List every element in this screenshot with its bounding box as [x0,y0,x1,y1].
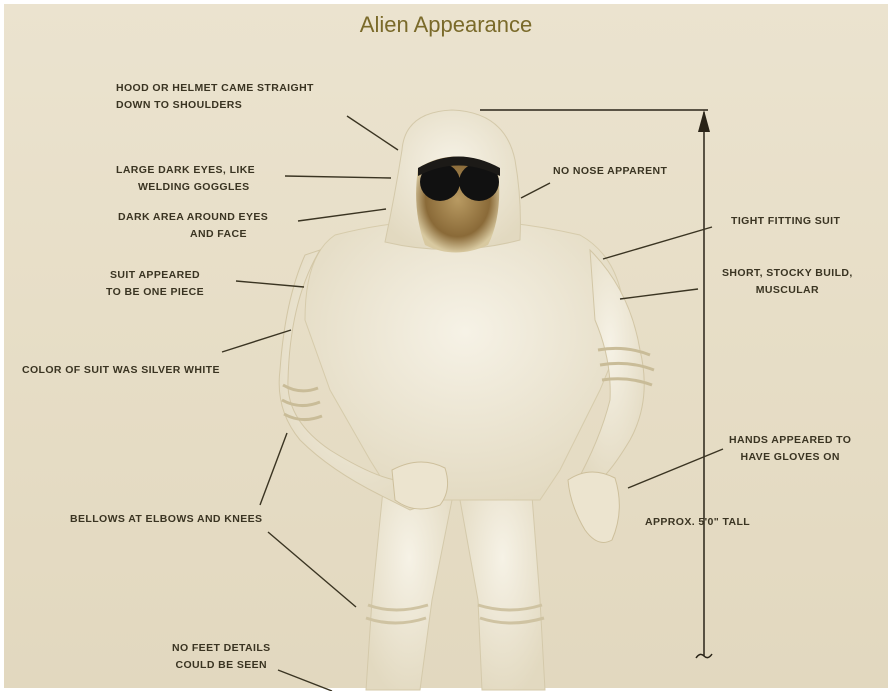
height-arrow-head [698,110,710,132]
label-nose: NO NOSE APPARENT [553,163,667,180]
label-tight-suit: TIGHT FITTING SUIT [731,213,840,230]
label-eyes-line2: WELDING GOGGLES [116,179,255,196]
leader-dark-area [298,209,386,221]
label-hands-line1: HANDS APPEARED TO [729,432,851,449]
leader-color [222,330,291,352]
label-one-piece-line1: SUIT APPEARED [106,267,204,284]
leader-one-piece [236,281,304,287]
leader-bellows-elbow [260,433,287,505]
right-leg [460,470,545,690]
label-dark-area-line1: DARK AREA AROUND EYES [118,209,268,226]
label-eyes-line1: LARGE DARK EYES, LIKE [116,162,255,179]
label-feet-line2: COULD BE SEEN [172,657,271,674]
label-height: APPROX. 5'0" TALL [645,514,750,531]
torso [305,220,625,500]
left-glove [392,462,448,509]
label-suit-color: COLOR OF SUIT WAS SILVER WHITE [22,362,220,379]
leader-eyes [285,176,391,178]
label-feet: NO FEET DETAILS COULD BE SEEN [172,640,271,674]
label-build-line1: SHORT, STOCKY BUILD, [722,265,853,282]
label-bellows: BELLOWS AT ELBOWS AND KNEES [70,511,262,528]
label-dark-area-line2: AND FACE [118,226,268,243]
label-hood: HOOD OR HELMET CAME STRAIGHT DOWN TO SHO… [116,80,314,114]
right-glove [568,472,619,542]
leader-hands [628,449,723,488]
leader-bellows-knee [268,532,356,607]
page-title: Alien Appearance [0,12,892,38]
leader-tight [603,227,712,259]
label-dark-area: DARK AREA AROUND EYES AND FACE [118,209,268,243]
label-feet-line1: NO FEET DETAILS [172,640,271,657]
leader-nose [521,183,550,198]
label-build-line2: MUSCULAR [722,282,853,299]
label-eyes: LARGE DARK EYES, LIKE WELDING GOGGLES [116,162,255,196]
label-hands-line2: HAVE GLOVES ON [729,449,851,466]
label-build: SHORT, STOCKY BUILD, MUSCULAR [722,265,853,299]
leader-hood [347,116,398,150]
label-hands: HANDS APPEARED TO HAVE GLOVES ON [729,432,851,466]
label-one-piece: SUIT APPEARED TO BE ONE PIECE [106,267,204,301]
label-hood-line2: DOWN TO SHOULDERS [116,97,314,114]
label-hood-line1: HOOD OR HELMET CAME STRAIGHT [116,80,314,97]
leader-build [620,289,698,299]
leader-feet [278,670,332,691]
label-one-piece-line2: TO BE ONE PIECE [106,284,204,301]
